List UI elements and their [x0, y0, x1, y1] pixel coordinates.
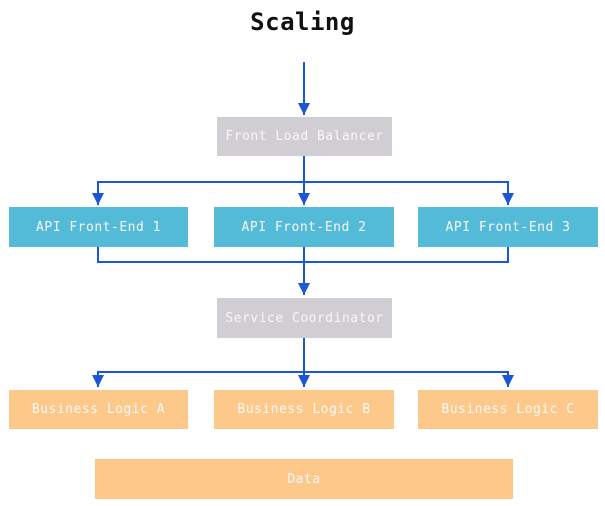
node-data: Data [95, 459, 513, 499]
node-api-front-end-3: API Front-End 3 [418, 207, 598, 247]
node-api-front-end-1: API Front-End 1 [9, 207, 188, 247]
diagram-title: Scaling [250, 8, 355, 36]
node-business-logic-b: Business Logic B [214, 390, 394, 429]
node-business-logic-a: Business Logic A [9, 390, 188, 429]
node-business-logic-c: Business Logic C [418, 390, 598, 429]
node-service-coordinator: Service Coordinator [217, 298, 392, 338]
node-front-load-balancer: Front Load Balancer [217, 117, 392, 156]
node-api-front-end-2: API Front-End 2 [214, 207, 394, 247]
